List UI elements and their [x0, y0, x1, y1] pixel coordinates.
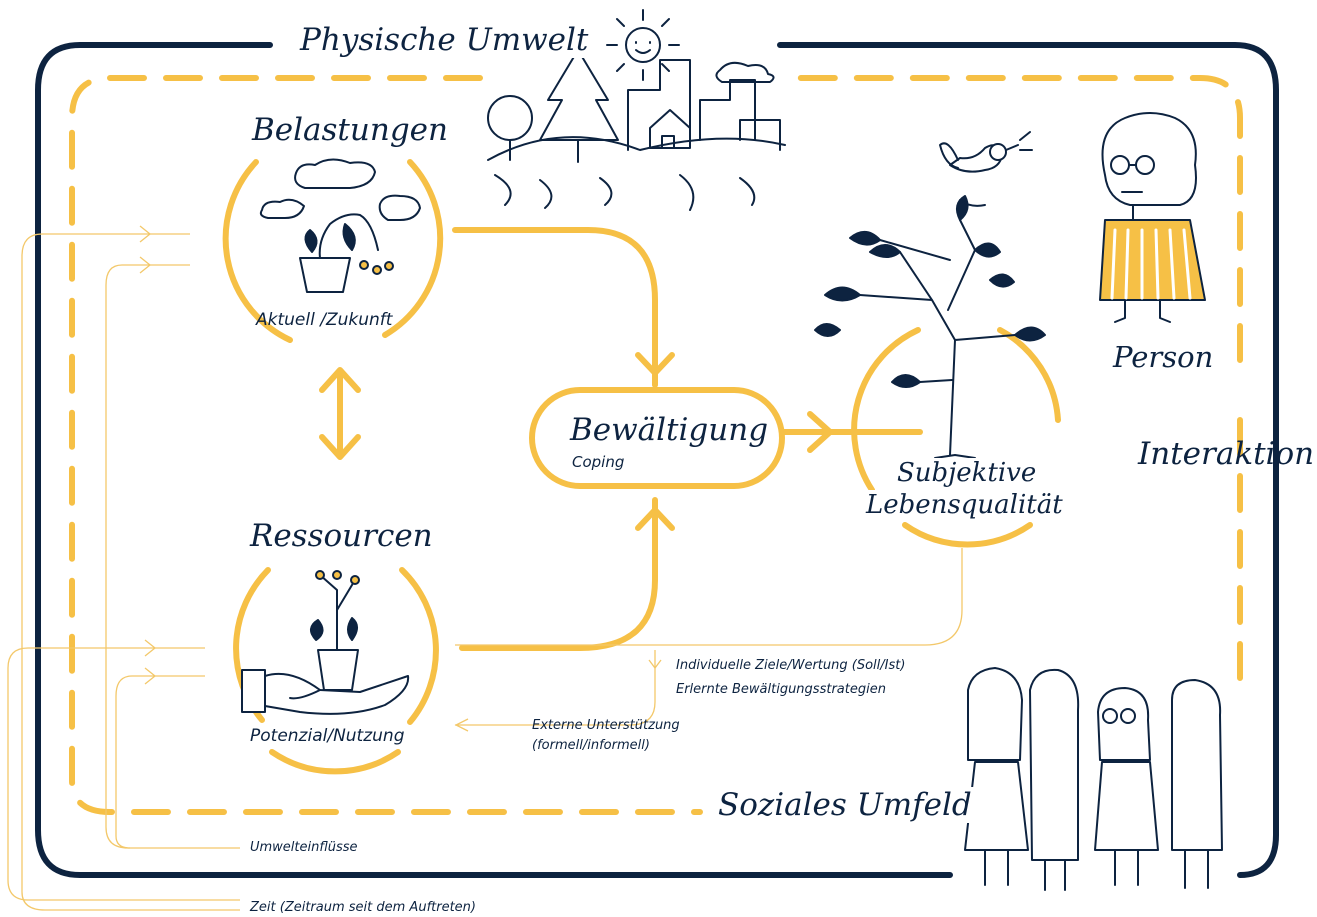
lebensqualitaet-title-line1: Subjektive: [893, 458, 1041, 488]
belastungen-subtitle: Aktuell /Zukunft: [256, 310, 393, 330]
double-arrow: [319, 367, 361, 460]
feedback-loop: [454, 548, 963, 732]
outer-frame: [35, 42, 1279, 878]
interaktion-label: Interaktion: [1138, 436, 1315, 472]
ziele-annotation: Individuelle Ziele/Wertung (Soll/Ist): [676, 658, 906, 673]
landscape-icon: [487, 49, 786, 211]
wilted-plant-icon: [259, 158, 421, 293]
ressourcen-subtitle: Potenzial/Nutzung: [250, 726, 405, 746]
zeit-annotation: Zeit (Zeitraum seit dem Auftreten): [250, 900, 476, 915]
lebensqualitaet-title-line2: Lebensqualität: [862, 490, 1067, 520]
person-icon: [1099, 112, 1206, 323]
umwelteinfluesse-annotation: Umwelteinflüsse: [250, 840, 358, 855]
hand-plant-icon: [241, 570, 410, 715]
belastungen-title: Belastungen: [248, 112, 452, 148]
bewaeltigung-title: Bewältigung: [570, 412, 769, 448]
feedback-lines: [7, 225, 240, 911]
belastungen-circle: [222, 159, 444, 343]
ressourcen-title: Ressourcen: [246, 518, 437, 554]
inner-dashed-frame: [69, 75, 1243, 815]
flow-arrows: [452, 227, 923, 651]
externe-annotation-line2: (formell/informell): [532, 738, 650, 753]
tree-bird-icon: [814, 131, 1046, 459]
strategien-annotation: Erlernte Bewältigungsstrategien: [676, 682, 886, 697]
physische-umwelt-title: Physische Umwelt: [292, 22, 597, 58]
sun-icon: [606, 9, 680, 81]
person-title: Person: [1113, 340, 1214, 374]
people-group-icon: [964, 667, 1223, 891]
soziales-umfeld-title: Soziales Umfeld: [710, 787, 980, 823]
externe-annotation-line1: Externe Unterstützung: [532, 718, 680, 733]
bewaeltigung-capsule: [529, 387, 785, 489]
lebensqualitaet-circle: [851, 327, 1061, 548]
bewaeltigung-subtitle: Coping: [572, 453, 625, 471]
